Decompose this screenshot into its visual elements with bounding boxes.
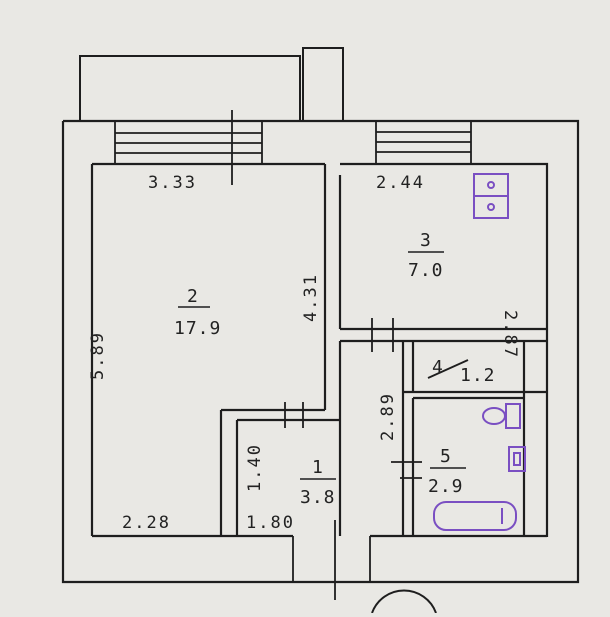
dim-living-top: 3.33 — [148, 173, 197, 193]
dim-hall-right: 2.89 — [378, 392, 398, 441]
dim-living-left: 5.89 — [88, 331, 108, 380]
room-area-living: 17.9 — [174, 318, 221, 339]
window-living — [114, 110, 263, 185]
balcony — [79, 47, 344, 121]
window-kitchen — [375, 121, 472, 164]
bathtub-icon — [433, 501, 517, 531]
room-number-kitchen: 3 — [420, 230, 432, 251]
room-area-closet: 1.2 — [460, 365, 496, 386]
door-marks — [284, 318, 469, 600]
dim-hall-left: 1.40 — [245, 443, 265, 492]
room-number-hall: 1 — [312, 457, 324, 478]
room-area-bathroom: 2.9 — [428, 476, 464, 497]
dim-kitchen-right: 2.87 — [500, 310, 520, 359]
stove-icon — [473, 173, 509, 219]
dim-living-inner: 4.31 — [301, 273, 321, 322]
room-number-living: 2 — [187, 286, 199, 307]
dim-hall-bottom: 1.80 — [246, 513, 295, 533]
room-number-bathroom: 5 — [440, 446, 452, 467]
room-area-hall: 3.8 — [300, 487, 336, 508]
room-number-closet: 4 — [432, 357, 444, 378]
entry-marker — [371, 589, 437, 614]
dim-living-bottom: 2.28 — [122, 513, 171, 533]
toilet-icon — [482, 403, 521, 429]
dim-kitchen-top: 2.44 — [376, 173, 425, 193]
sink-icon — [508, 446, 526, 472]
room-area-kitchen: 7.0 — [408, 260, 444, 281]
interior-walls — [219, 164, 547, 536]
outer-walls — [61, 119, 580, 584]
